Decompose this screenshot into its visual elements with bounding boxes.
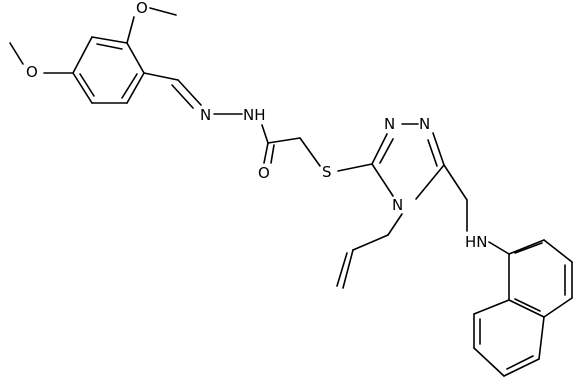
triazole-bond bbox=[415, 164, 445, 200]
imine-double bbox=[177, 79, 202, 106]
label-layer: O O N NH O S N N N HN bbox=[26, 0, 488, 251]
allyl-double bbox=[342, 249, 354, 289]
nh-naph-bond bbox=[488, 241, 510, 255]
atom-n-triazole-2: N bbox=[419, 115, 430, 133]
ome-left-bond bbox=[9, 42, 24, 65]
ome-top-bond bbox=[149, 7, 177, 16]
atom-n-triazole-4: N bbox=[392, 196, 403, 214]
atom-hn-amine: HN bbox=[465, 233, 488, 251]
naph-bond bbox=[538, 316, 545, 360]
ring-a-bond bbox=[91, 36, 128, 44]
naph-bond bbox=[508, 299, 545, 318]
ch2-bond bbox=[267, 137, 301, 144]
imine-double bbox=[171, 84, 194, 109]
amide-bond bbox=[261, 124, 269, 144]
triazole-double bbox=[427, 139, 438, 167]
atom-o-carbonyl: O bbox=[258, 164, 270, 182]
allyl-double bbox=[336, 252, 348, 287]
naph-bond bbox=[543, 239, 573, 263]
ome-top-bond bbox=[126, 16, 135, 44]
ch2-s-bond bbox=[299, 137, 321, 167]
triazole-double bbox=[379, 138, 394, 164]
ring-a-bond bbox=[126, 42, 145, 74]
triazole-bond bbox=[432, 132, 445, 166]
triazole-bond bbox=[371, 133, 388, 165]
naph-bond bbox=[473, 299, 510, 315]
naph-bond bbox=[503, 358, 540, 377]
atom-s-thioether: S bbox=[322, 163, 332, 181]
allyl-bond bbox=[352, 234, 389, 251]
vinyl-bond bbox=[143, 72, 179, 81]
ring-a-double bbox=[79, 73, 95, 97]
naph-bond bbox=[543, 297, 573, 318]
ring-a-bond bbox=[126, 72, 145, 104]
ring-a-bond bbox=[72, 72, 93, 104]
naph-double bbox=[514, 298, 541, 312]
allyl-bond bbox=[387, 213, 403, 236]
atom-n-hydrazone: N bbox=[200, 106, 211, 124]
carbonyl-double bbox=[270, 144, 275, 164]
naph-double bbox=[514, 242, 543, 254]
ring-a-double bbox=[121, 73, 138, 99]
s-triazole-bond bbox=[337, 163, 373, 172]
atom-o-methoxy-left: O bbox=[26, 63, 38, 81]
ring-a-bond bbox=[72, 36, 93, 74]
carbonyl-double bbox=[263, 142, 269, 164]
triazole-bond bbox=[371, 163, 394, 197]
ring-a-double bbox=[96, 43, 123, 50]
atom-n-triazole-1: N bbox=[384, 115, 395, 133]
ch2-link-bond bbox=[443, 164, 468, 201]
naph-bond bbox=[473, 347, 505, 377]
naph-double bbox=[506, 355, 534, 370]
naph-bond bbox=[508, 239, 545, 255]
atom-o-methoxy-top: O bbox=[136, 0, 148, 17]
bond-layer bbox=[9, 7, 573, 377]
atom-nh-hydrazide: NH bbox=[243, 106, 266, 124]
